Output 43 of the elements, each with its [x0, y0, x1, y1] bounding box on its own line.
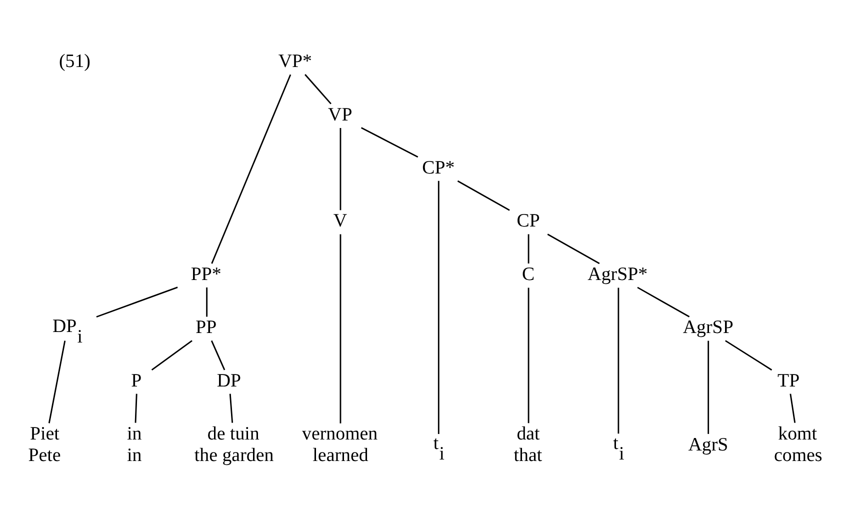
node-text: AgrS — [688, 434, 728, 456]
label: (51) — [58, 51, 90, 72]
node-text: CP* — [422, 158, 455, 179]
connector — [304, 74, 332, 104]
node-text: V — [333, 210, 348, 232]
node-text: de tuin the garden — [194, 424, 274, 466]
connector — [211, 74, 292, 264]
connector — [340, 128, 342, 210]
connector — [637, 286, 690, 318]
connector — [360, 127, 418, 158]
node-text: dat that — [514, 424, 542, 466]
connector — [790, 394, 796, 423]
node-text: AgrSP — [682, 317, 734, 338]
node-text: C — [522, 264, 535, 285]
node-text: vernomen learned — [302, 424, 378, 466]
node-text: P — [131, 370, 142, 392]
node-text: DP — [216, 370, 242, 392]
connector — [210, 340, 226, 370]
node-text: in in — [126, 424, 142, 466]
connector — [618, 288, 620, 434]
connector — [340, 234, 342, 424]
node-text: PP — [196, 317, 217, 338]
node-text: VP* — [278, 51, 312, 72]
connector — [528, 288, 530, 424]
connector — [528, 234, 530, 264]
connector — [206, 287, 208, 317]
connector — [96, 286, 178, 318]
connector — [229, 394, 234, 423]
connector — [438, 180, 440, 434]
connector — [547, 234, 600, 264]
connector — [708, 340, 710, 434]
node-text: TP — [778, 370, 800, 392]
connector — [151, 340, 192, 371]
connector — [134, 394, 138, 423]
connector — [457, 180, 510, 211]
node-text: Piet Pete — [28, 424, 61, 466]
connector — [725, 340, 772, 371]
connector — [48, 340, 66, 424]
node-text: AgrSP* — [588, 264, 648, 285]
node-text: PP* — [190, 264, 222, 285]
node-text: komt comes — [774, 424, 822, 466]
node-text: CP — [516, 210, 540, 232]
node-text: VP — [328, 104, 352, 126]
